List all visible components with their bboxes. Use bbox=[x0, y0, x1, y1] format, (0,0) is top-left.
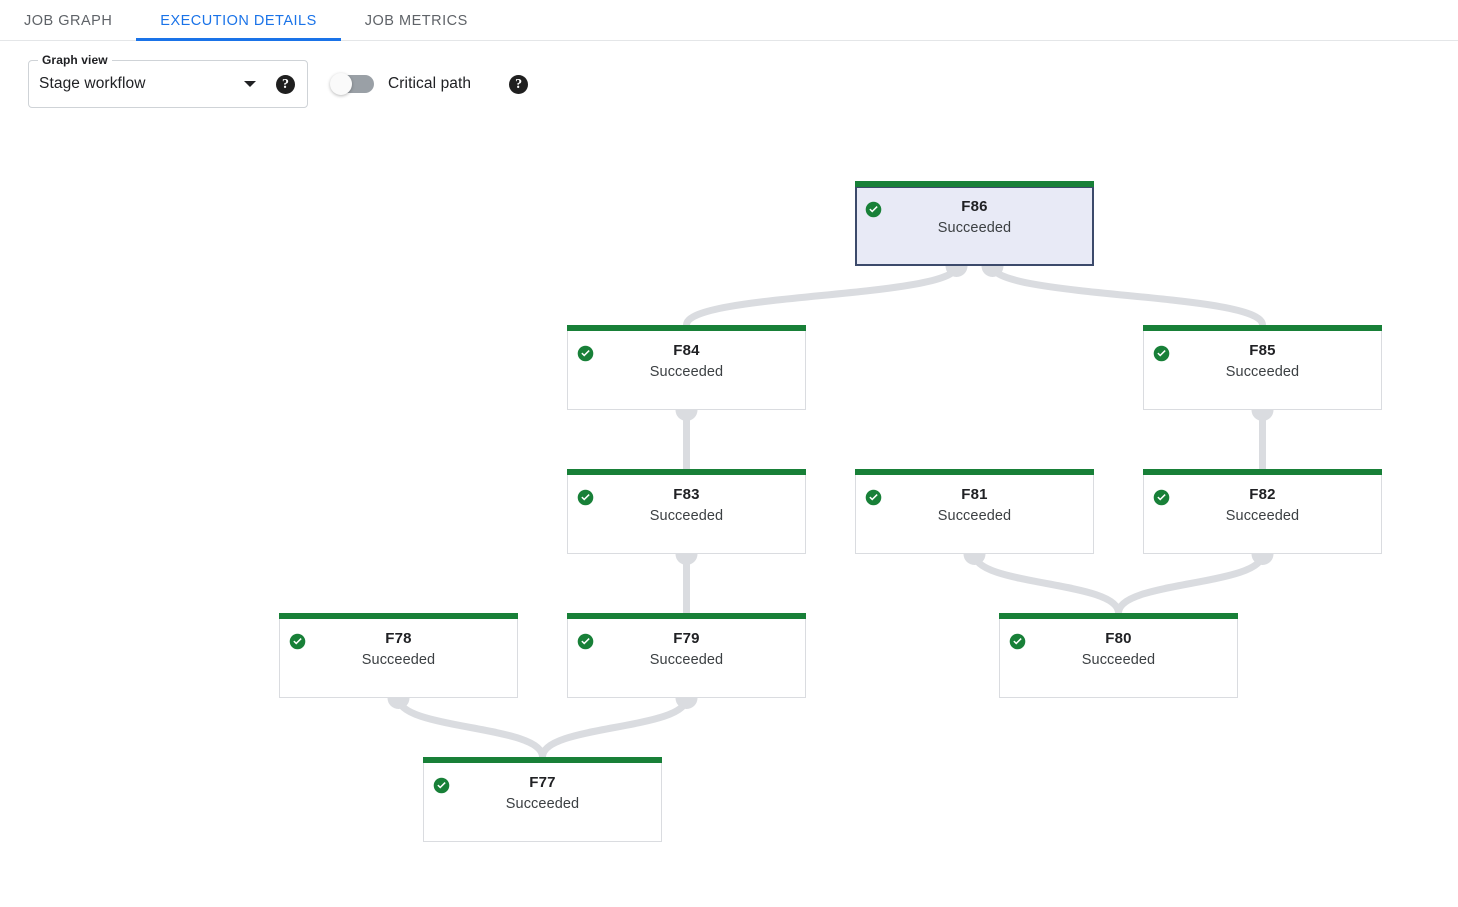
node-status-bar bbox=[423, 757, 662, 763]
check-circle-icon bbox=[289, 633, 306, 650]
check-circle-icon bbox=[433, 777, 450, 794]
check-circle-icon bbox=[865, 489, 882, 506]
check-circle-icon bbox=[1153, 345, 1170, 362]
node-status-bar bbox=[567, 613, 806, 619]
node-id-label: F79 bbox=[673, 630, 700, 647]
graph-edge-f79-to-f77 bbox=[539, 694, 690, 761]
tab-label: EXECUTION DETAILS bbox=[160, 12, 317, 29]
check-circle-icon bbox=[577, 345, 594, 362]
check-circle-icon bbox=[577, 489, 594, 506]
node-status-bar bbox=[999, 613, 1238, 619]
edge-socket bbox=[1251, 554, 1274, 565]
critical-path-help-icon[interactable]: ? bbox=[509, 74, 529, 94]
node-id-label: F84 bbox=[673, 342, 700, 359]
graph-view-select[interactable]: Graph view Stage workflow ? bbox=[28, 53, 308, 108]
critical-path-toggle[interactable] bbox=[330, 73, 374, 95]
graph-toolbar: Graph view Stage workflow ? Critical pat… bbox=[0, 41, 1458, 127]
edge-socket bbox=[981, 266, 1004, 277]
node-status-bar bbox=[567, 469, 806, 475]
graph-edge-f86-to-f85 bbox=[989, 262, 1266, 329]
tab-label: JOB METRICS bbox=[364, 12, 468, 29]
node-status-label: Succeeded bbox=[1225, 364, 1300, 380]
node-id-label: F77 bbox=[529, 774, 556, 791]
node-id-label: F80 bbox=[1105, 630, 1132, 647]
node-id-label: F78 bbox=[385, 630, 412, 647]
edge-socket bbox=[1251, 410, 1274, 421]
node-status-label: Succeeded bbox=[361, 652, 436, 668]
node-status-label: Succeeded bbox=[937, 220, 1012, 236]
critical-path-label: Critical path bbox=[388, 75, 472, 92]
node-id-label: F83 bbox=[673, 486, 700, 503]
edge-socket bbox=[675, 410, 698, 421]
edge-socket bbox=[963, 554, 986, 565]
node-status-bar bbox=[855, 181, 1094, 187]
node-id-label: F86 bbox=[961, 198, 988, 215]
node-status-bar bbox=[1143, 469, 1382, 475]
tab-bar: JOB GRAPH EXECUTION DETAILS JOB METRICS bbox=[0, 0, 1458, 41]
tab-job-metrics[interactable]: JOB METRICS bbox=[341, 0, 492, 41]
edge-socket bbox=[675, 698, 698, 709]
node-id-label: F85 bbox=[1249, 342, 1276, 359]
node-status-label: Succeeded bbox=[649, 652, 724, 668]
node-status-label: Succeeded bbox=[505, 796, 580, 812]
graph-edge-f78-to-f77 bbox=[395, 694, 546, 761]
tab-job-graph[interactable]: JOB GRAPH bbox=[0, 0, 136, 41]
edge-socket bbox=[675, 554, 698, 565]
node-id-label: F82 bbox=[1249, 486, 1276, 503]
check-circle-icon bbox=[577, 633, 594, 650]
node-status-bar bbox=[567, 325, 806, 331]
edge-socket bbox=[387, 698, 410, 709]
check-circle-icon bbox=[865, 201, 882, 218]
check-circle-icon bbox=[1153, 489, 1170, 506]
graph-view-value: Stage workflow bbox=[39, 75, 146, 92]
node-status-label: Succeeded bbox=[937, 508, 1012, 524]
node-status-label: Succeeded bbox=[1081, 652, 1156, 668]
tab-execution-details[interactable]: EXECUTION DETAILS bbox=[136, 0, 341, 41]
graph-edge-f86-to-f84 bbox=[683, 262, 960, 329]
graph-view-help-icon[interactable]: ? bbox=[276, 74, 295, 94]
node-status-label: Succeeded bbox=[649, 508, 724, 524]
chevron-down-icon[interactable] bbox=[244, 81, 256, 87]
toggle-knob bbox=[330, 73, 352, 95]
critical-path-control: Critical path ? bbox=[330, 73, 529, 95]
node-status-bar bbox=[855, 469, 1094, 475]
graph-edge-f82-to-f80 bbox=[1115, 550, 1266, 617]
graph-edge-f81-to-f80 bbox=[971, 550, 1122, 617]
node-id-label: F81 bbox=[961, 486, 988, 503]
check-circle-icon bbox=[1009, 633, 1026, 650]
tab-label: JOB GRAPH bbox=[24, 12, 113, 29]
node-status-bar bbox=[279, 613, 518, 619]
node-status-label: Succeeded bbox=[649, 364, 724, 380]
tab-list: JOB GRAPH EXECUTION DETAILS JOB METRICS bbox=[0, 0, 1458, 41]
node-status-bar bbox=[1143, 325, 1382, 331]
node-status-label: Succeeded bbox=[1225, 508, 1300, 524]
edge-socket bbox=[945, 266, 968, 277]
graph-view-label: Graph view bbox=[38, 53, 112, 67]
active-tab-indicator bbox=[136, 38, 341, 41]
